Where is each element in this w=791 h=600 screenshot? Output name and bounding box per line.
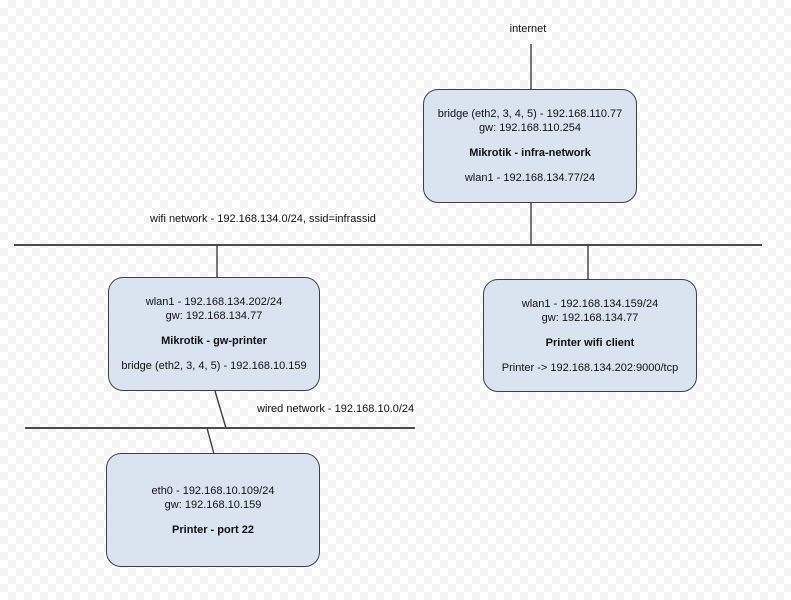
node-interface-line: wlan1 - 192.168.134.159/24 bbox=[521, 297, 659, 310]
node-printer-wifi-client: wlan1 - 192.168.134.159/24 gw: 192.168.1… bbox=[483, 279, 697, 392]
wired-to-printer-link bbox=[206, 427, 215, 455]
node-interface-line: wlan1 - 192.168.134.77/24 bbox=[464, 172, 596, 184]
node-interface-line: bridge (eth2, 3, 4, 5) - 192.168.10.159 bbox=[121, 360, 307, 372]
node-mikrotik-gw-printer: wlan1 - 192.168.134.202/24 gw: 192.168.1… bbox=[108, 277, 320, 391]
node-title: Mikrotik - gw-printer bbox=[161, 335, 267, 347]
node-forward-line: Printer -> 192.168.134.202:9000/tcp bbox=[501, 361, 679, 374]
wired-network-label: wired network - 192.168.10.0/24 bbox=[257, 403, 415, 415]
internet-label: internet bbox=[509, 23, 547, 35]
node-gateway-line: gw: 192.168.134.77 bbox=[541, 311, 639, 324]
node-title: Printer - port 22 bbox=[172, 523, 254, 536]
node-interface-line: eth0 - 192.168.10.109/24 bbox=[151, 484, 275, 497]
node-title: Mikrotik - infra-network bbox=[469, 147, 591, 159]
node-mikrotik-infra-network: bridge (eth2, 3, 4, 5) - 192.168.110.77 … bbox=[423, 89, 637, 203]
node-title: Printer wifi client bbox=[545, 336, 635, 349]
node-gateway-line: gw: 192.168.134.77 bbox=[165, 310, 263, 322]
wifi-network-label: wifi network - 192.168.134.0/24, ssid=in… bbox=[150, 213, 376, 225]
node-interface-line: bridge (eth2, 3, 4, 5) - 192.168.110.77 bbox=[437, 108, 623, 120]
node-gateway-line: gw: 192.168.10.159 bbox=[164, 498, 262, 511]
node-gateway-line: gw: 192.168.110.254 bbox=[479, 122, 581, 134]
node-printer: eth0 - 192.168.10.109/24 gw: 192.168.10.… bbox=[106, 453, 320, 567]
node-interface-line: wlan1 - 192.168.134.202/24 bbox=[145, 296, 283, 308]
gw-printer-to-wired-link bbox=[214, 390, 227, 429]
